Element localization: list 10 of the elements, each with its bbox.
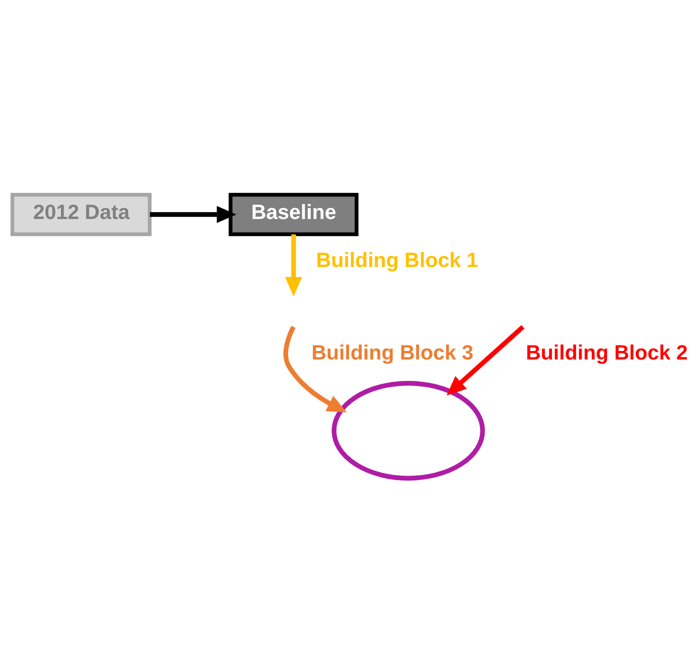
node-ellipse [332, 380, 485, 480]
arrow [283, 325, 347, 412]
node-box: 2012 Data [10, 192, 152, 236]
edge-label: Building Block 2 [526, 340, 688, 364]
arrow [446, 324, 525, 395]
edge-label: Building Block 3 [311, 340, 474, 364]
edge-label: Building Block 1 [316, 248, 478, 272]
node-box: Baseline [228, 192, 358, 236]
arrow [150, 205, 236, 223]
arrow [285, 234, 302, 296]
